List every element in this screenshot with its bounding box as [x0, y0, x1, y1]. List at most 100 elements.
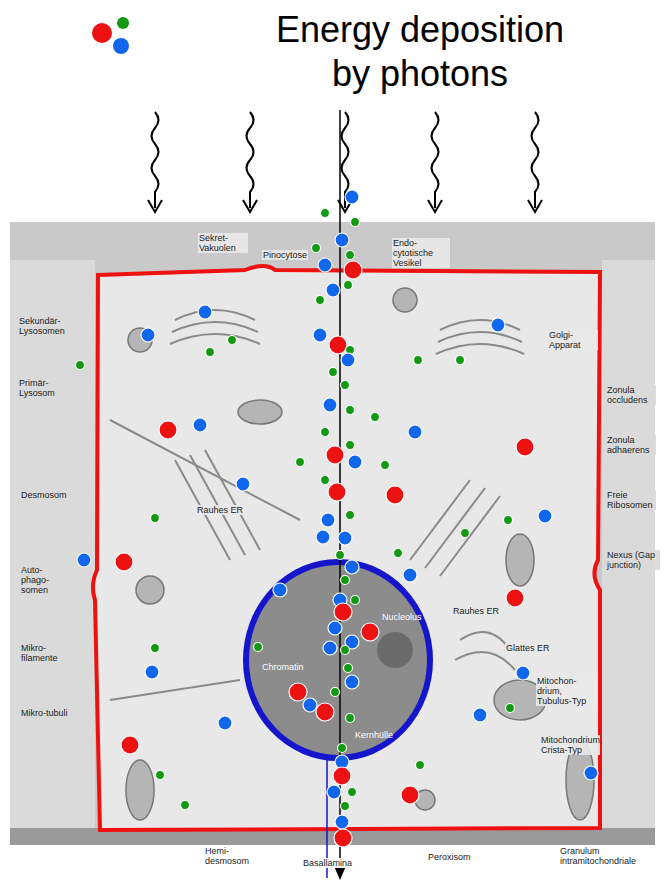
- photon-arrows: [148, 112, 542, 212]
- deposition-dot: [303, 698, 317, 712]
- deposition-dot: [516, 666, 530, 680]
- part-label: Glattes ER: [505, 643, 551, 653]
- illustration-part: [136, 576, 164, 604]
- deposition-dot: [491, 318, 505, 332]
- part-label: Mikro-filamente: [20, 643, 72, 663]
- deposition-dot: [77, 553, 91, 567]
- deposition-dot: [371, 413, 380, 422]
- deposition-dot: [218, 716, 232, 730]
- deposition-dot: [538, 509, 552, 523]
- part-label: Zonula adhaerens: [606, 435, 656, 455]
- illustration-part: [528, 200, 542, 212]
- illustration-part: [175, 310, 255, 320]
- illustration-part: [148, 200, 162, 212]
- deposition-dot: [327, 785, 341, 799]
- deposition-dot: [344, 664, 353, 673]
- illustration-part: [190, 455, 245, 555]
- deposition-dot: [336, 551, 345, 560]
- cell-membrane-outline: [93, 266, 600, 830]
- deposition-dot: [316, 530, 330, 544]
- part-label: Freie Ribosomen: [606, 490, 656, 510]
- part-label: Peroxisom: [428, 852, 471, 862]
- part-label: Sekundär-Lysosomen: [18, 316, 80, 336]
- deposition-dot: [516, 438, 534, 456]
- part-label: Sekret-Vakuolen: [198, 233, 248, 253]
- deposition-dot: [345, 675, 359, 689]
- deposition-dot: [312, 244, 321, 253]
- deposition-dot: [328, 483, 346, 501]
- deposition-dot: [346, 511, 355, 520]
- illustration-part: [438, 332, 522, 342]
- deposition-dot: [345, 560, 359, 574]
- deposition-dot: [296, 458, 305, 467]
- part-label: Primär-Lysosom: [18, 378, 76, 398]
- illustration-part: [170, 334, 260, 344]
- part-label: Hemi-desmosom: [205, 846, 255, 866]
- part-label: Rauhes ER: [452, 606, 500, 616]
- illustration-part: [205, 450, 260, 550]
- deposition-dot: [323, 641, 337, 655]
- deposition-dot: [321, 476, 330, 485]
- deposition-dot: [414, 356, 423, 365]
- deposition-dot: [338, 531, 352, 545]
- deposition-dot: [156, 771, 165, 780]
- illustration-part: [440, 496, 500, 576]
- deposition-dot: [341, 381, 350, 390]
- deposition-dot: [151, 644, 160, 653]
- deposition-dot: [504, 516, 513, 525]
- part-label: Chromatin: [262, 662, 304, 672]
- deposition-dot: [338, 744, 347, 753]
- deposition-dot: [344, 281, 353, 290]
- part-label: Pinocytose: [262, 250, 308, 260]
- deposition-dot: [361, 623, 379, 641]
- deposition-dot: [334, 603, 352, 621]
- deposition-dot: [254, 643, 263, 652]
- part-label: Granulum intramitochondriale: [560, 846, 654, 866]
- deposition-dot: [326, 283, 340, 297]
- deposition-dot: [316, 703, 334, 721]
- deposition-dot: [341, 646, 350, 655]
- part-label: Kernhülle: [355, 730, 393, 740]
- deposition-dot: [318, 258, 332, 272]
- illustration-part: [246, 562, 430, 758]
- illustration-part: [10, 222, 655, 845]
- deposition-dot: [381, 461, 390, 470]
- illustration-part: [152, 112, 159, 208]
- part-label: Mitochon-drium, Tubulus-Typ: [536, 676, 598, 706]
- illustration-part: [377, 632, 413, 668]
- deposition-dot: [151, 514, 160, 523]
- deposition-dot: [115, 553, 133, 571]
- illustration-part: [243, 200, 257, 212]
- deposition-dot: [386, 486, 404, 504]
- part-label: Desmosom: [20, 490, 68, 500]
- deposition-dot: [236, 477, 250, 491]
- illustration-part: [334, 866, 346, 880]
- deposition-dot: [121, 736, 139, 754]
- deposition-dot: [344, 261, 362, 279]
- deposition-dot: [473, 708, 487, 722]
- deposition-dot: [403, 568, 417, 582]
- deposition-dot: [333, 767, 351, 785]
- deposition-dot: [159, 421, 177, 439]
- illustration-part: [428, 200, 442, 212]
- illustration-part: [93, 266, 600, 830]
- illustration-part: [113, 38, 129, 54]
- deposition-dot: [273, 583, 287, 597]
- deposition-dot: [329, 336, 347, 354]
- illustration-part: [117, 17, 129, 29]
- part-label: Auto-phago-somen: [20, 565, 70, 595]
- deposition-dot: [228, 336, 237, 345]
- illustration-part: [126, 760, 154, 820]
- illustration-part: [126, 288, 594, 820]
- deposition-dot: [181, 801, 190, 810]
- deposition-dot: [76, 361, 85, 370]
- title: Energy deposition by photons: [255, 8, 585, 96]
- deposition-dot: [345, 190, 359, 204]
- deposition-dot: [341, 576, 350, 585]
- deposition-dot: [313, 328, 327, 342]
- illustration-part: [110, 420, 300, 520]
- illustration-part: [455, 652, 515, 670]
- deposition-dot: [394, 549, 403, 558]
- energy-deposition-dots: [76, 190, 599, 847]
- part-label: Nexus (Gap junction): [606, 550, 660, 570]
